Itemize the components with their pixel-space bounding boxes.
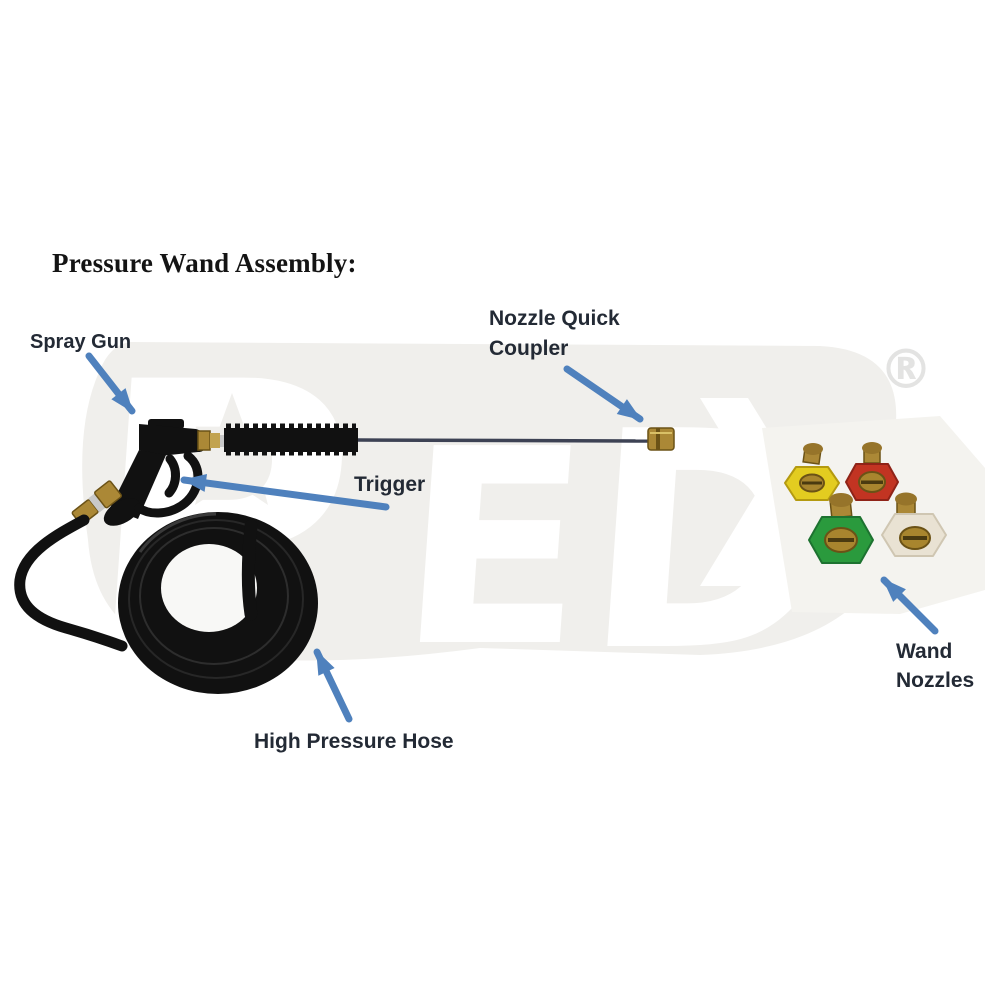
wand-nozzles-graphic xyxy=(784,442,947,564)
wand-nozzles-label: Wand Nozzles xyxy=(896,637,974,695)
nozzle-quick-coupler-label-line1: Nozzle Quick xyxy=(489,307,620,330)
nozzle-photo-backdrop xyxy=(762,416,985,614)
watermark-letter-e: E xyxy=(391,391,597,706)
hose-tail xyxy=(14,514,128,652)
gun-body xyxy=(139,424,204,456)
nozzle-quick-coupler-arrow xyxy=(563,365,644,423)
spray-gun-label: Spray Gun xyxy=(30,331,132,353)
wand-nozzles-arrow xyxy=(880,576,939,635)
gun-outlet-fitting xyxy=(197,430,211,451)
hose-inlet-fittings xyxy=(71,480,122,526)
wand-collar xyxy=(220,435,225,447)
gun-pommel xyxy=(103,498,141,526)
nozzle-white xyxy=(881,492,947,557)
wand-grip xyxy=(224,428,358,452)
wand-rod xyxy=(357,438,651,443)
trigger-label: Trigger xyxy=(354,473,426,496)
spray-gun-arrow xyxy=(85,352,136,415)
high-pressure-hose-arrow xyxy=(313,648,353,723)
page-title: Pressure Wand Assembly: xyxy=(52,248,357,278)
gun-outlet-fitting-2 xyxy=(210,433,220,448)
nozzle-quick-coupler-label-line2: Coupler xyxy=(489,337,569,360)
nozzle-red xyxy=(845,442,899,501)
trigger-arrow xyxy=(180,473,390,511)
nozzle-quick-coupler-label: Nozzle Quick Coupler xyxy=(489,304,620,364)
callout-arrows xyxy=(85,352,939,723)
coil-center-hole xyxy=(161,544,257,632)
trigger-graphic xyxy=(164,454,180,498)
nozzle-yellow xyxy=(784,443,840,501)
trigger-guard xyxy=(134,451,203,518)
high-pressure-hose-label: High Pressure Hose xyxy=(254,730,454,753)
wand-nozzles-label-line2: Nozzles xyxy=(896,669,975,692)
nozzle-green xyxy=(808,493,874,564)
high-pressure-hose-coil xyxy=(118,512,318,694)
wand-nozzles-label-line1: Wand xyxy=(896,640,953,663)
hose-end-through-coil xyxy=(241,519,258,621)
coil-highlight xyxy=(138,512,217,553)
registered-trademark-icon: ® xyxy=(879,338,933,401)
nozzle-quick-coupler-graphic xyxy=(647,427,675,451)
spray-gun-graphic xyxy=(71,419,225,526)
wand-graphic xyxy=(224,423,675,456)
